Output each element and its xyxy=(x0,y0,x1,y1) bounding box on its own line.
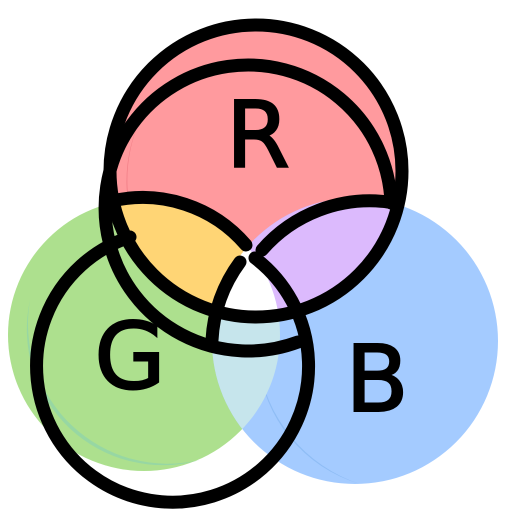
blue-circle-outline-inner xyxy=(205,255,247,347)
green-circle-shade xyxy=(26,300,201,466)
blue-circle-outline-left xyxy=(255,194,395,257)
letter-b: B xyxy=(345,326,408,433)
letter-g: G xyxy=(94,303,165,410)
green-circle-outline-top xyxy=(105,191,253,252)
red-green-overlap xyxy=(110,199,280,317)
letter-r: R xyxy=(226,82,290,189)
red-blue-overlap xyxy=(212,198,402,317)
green-circle-outline xyxy=(30,230,316,509)
blue-circle-outline xyxy=(98,58,398,358)
